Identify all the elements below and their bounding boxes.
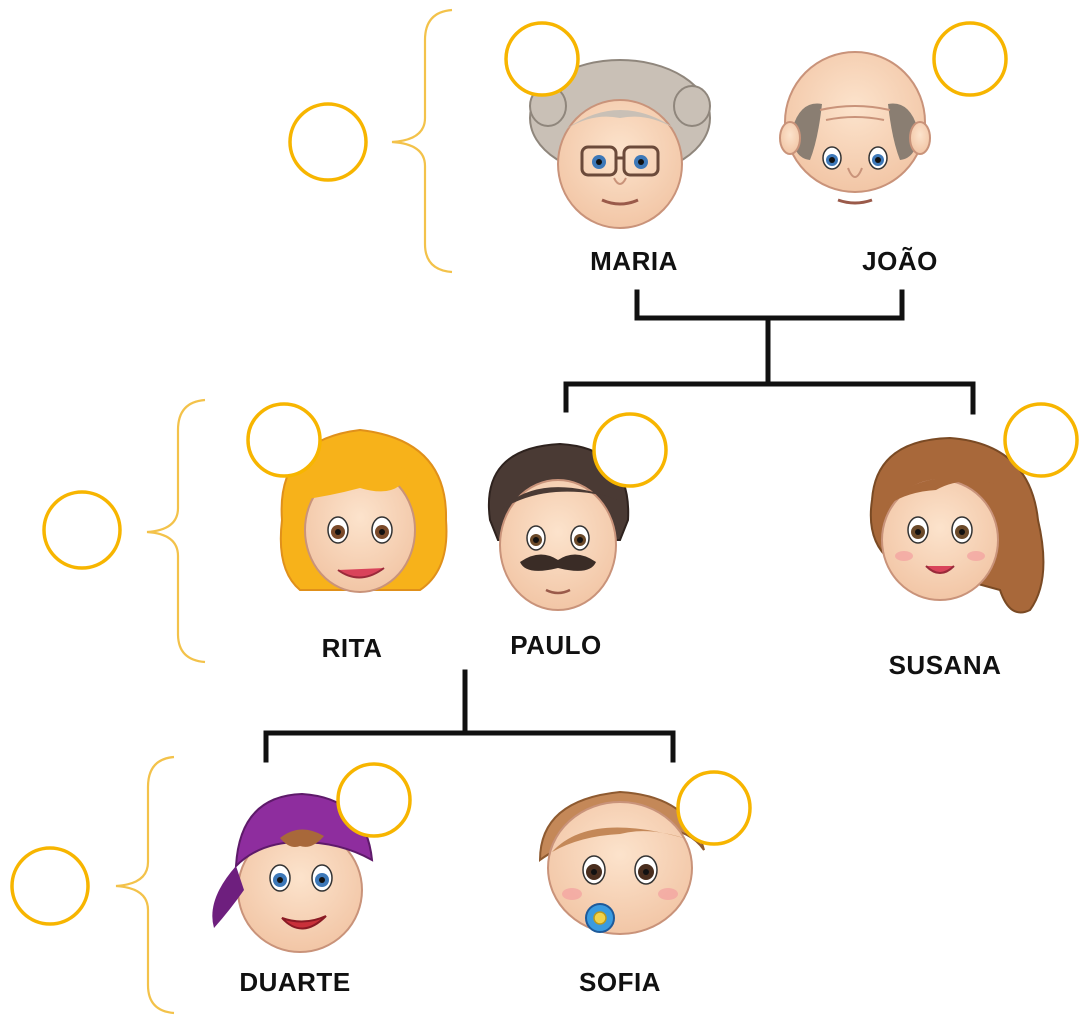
empty-circle-joao[interactable]: [932, 21, 1008, 97]
generation-brace-parents: [146, 398, 206, 664]
generation-brace-grandparents: [391, 8, 453, 274]
empty-circle-rita[interactable]: [246, 402, 322, 478]
empty-circle-sofia[interactable]: [676, 770, 752, 846]
name-label-rita: RITA: [321, 633, 383, 663]
aunt-face-icon: [869, 436, 1045, 614]
grandfather-face-icon: [779, 51, 931, 205]
name-label-paulo: PAULO: [510, 630, 602, 660]
tree-connectors: [263, 289, 976, 763]
generation-brace-children: [115, 755, 175, 1015]
empty-circle-generation-parents[interactable]: [42, 490, 122, 570]
connector-children-gen3: [263, 730, 676, 763]
connector-children-gen2: [563, 381, 976, 415]
name-label-duarte: DUARTE: [239, 967, 351, 997]
grandmother-face-icon: [529, 59, 711, 229]
empty-circle-susana[interactable]: [1003, 402, 1079, 478]
father-face-icon: [487, 442, 630, 611]
empty-circle-paulo[interactable]: [592, 412, 668, 488]
boy-face-icon: [212, 792, 374, 953]
name-label-joao: JOÃO: [862, 246, 938, 276]
empty-circle-maria[interactable]: [504, 21, 580, 97]
baby-face-icon: [538, 790, 705, 935]
empty-circle-duarte[interactable]: [336, 762, 412, 838]
name-label-maria: MARIA: [590, 246, 678, 276]
connector-maria-joao: [634, 289, 905, 321]
name-label-susana: SUSANA: [888, 650, 1002, 680]
empty-circle-generation-grandparents[interactable]: [288, 102, 368, 182]
empty-circle-generation-children[interactable]: [10, 846, 90, 926]
mother-face-icon: [279, 428, 448, 593]
name-label-sofia: SOFIA: [579, 967, 661, 997]
